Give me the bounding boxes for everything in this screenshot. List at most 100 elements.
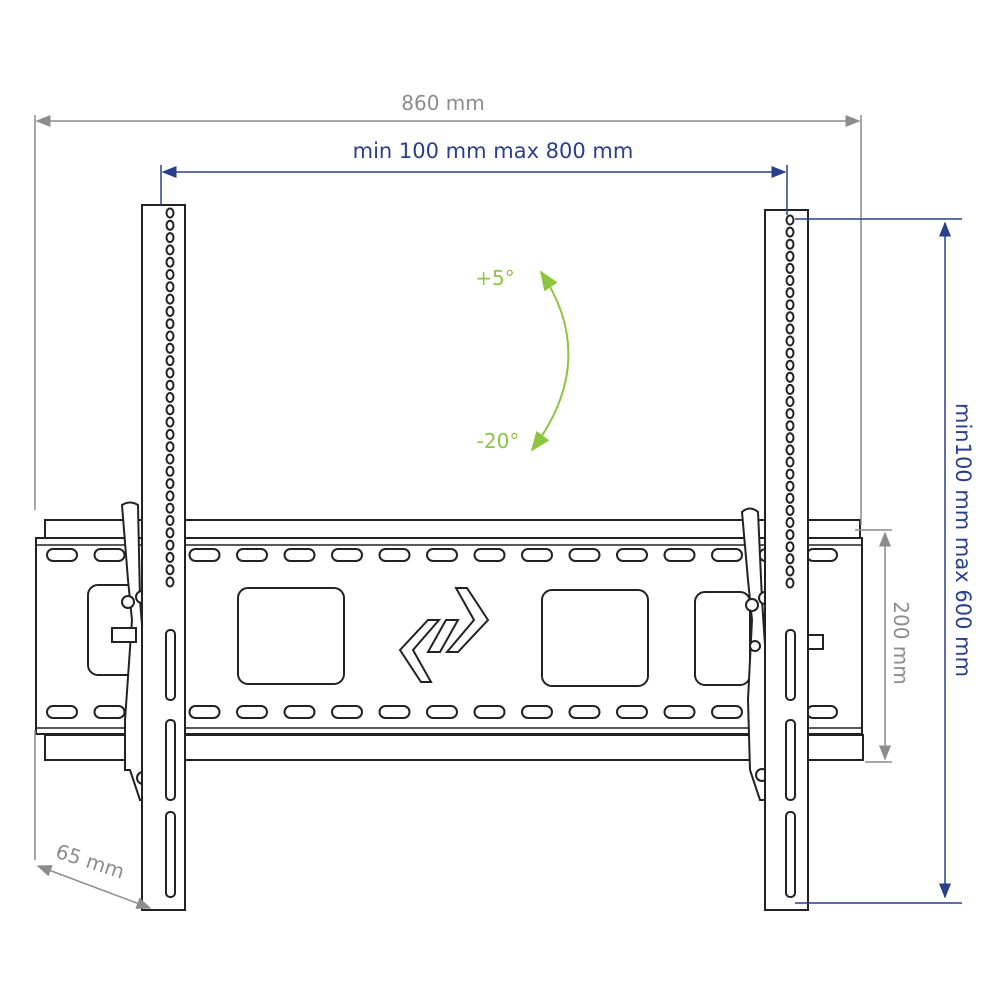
- tilt-up-label: +5°: [475, 266, 514, 290]
- direction-arrows-icon: [398, 587, 490, 683]
- mounting-hole: [165, 244, 175, 256]
- mounting-hole: [165, 207, 175, 219]
- mounting-hole: [785, 517, 795, 528]
- mounting-hole: [165, 453, 175, 465]
- plate-height-label: 200 mm: [889, 601, 913, 685]
- mounting-slot: [663, 705, 696, 719]
- mounting-slot: [806, 548, 838, 562]
- left-arm-bar: [141, 204, 186, 911]
- mounting-hole: [165, 416, 175, 428]
- mounting-hole: [785, 238, 795, 250]
- mounting-hole: [165, 219, 175, 231]
- cutout-left: [237, 587, 345, 685]
- mounting-hole: [165, 318, 175, 330]
- mounting-slot: [616, 705, 648, 719]
- mounting-hole: [165, 355, 175, 367]
- mounting-hole: [785, 577, 795, 589]
- mounting-hole: [785, 444, 795, 456]
- mounting-hole: [165, 441, 175, 453]
- mounting-hole: [165, 392, 175, 403]
- mounting-slot: [188, 548, 221, 562]
- mounting-hole: [785, 420, 795, 432]
- mounting-slot: [711, 705, 743, 719]
- cutout-right: [541, 589, 649, 687]
- right-vertical-arm: [740, 209, 824, 911]
- mounting-hole: [785, 529, 795, 541]
- mounting-hole: [165, 342, 175, 354]
- mounting-hole: [785, 347, 795, 359]
- mounting-slot: [473, 548, 506, 562]
- mounting-hole: [165, 269, 175, 280]
- mounting-hole: [785, 553, 795, 565]
- mounting-slot: [568, 705, 601, 719]
- vesa-vertical-label: min100 mm max 600 mm: [951, 403, 975, 677]
- mounting-hole: [785, 359, 795, 371]
- vesa-horizontal-label: min 100 mm max 800 mm: [353, 139, 634, 163]
- mounting-slot: [46, 705, 78, 719]
- mounting-slot: [663, 548, 696, 562]
- mounting-hole: [165, 379, 175, 391]
- mounting-slot: [378, 705, 411, 719]
- mounting-hole: [165, 515, 175, 526]
- mounting-hole: [785, 492, 795, 504]
- vesa-vertical-dimension: min100 mm max 600 mm: [795, 218, 975, 904]
- mounting-hole: [785, 408, 795, 420]
- overall-width-dimension: 860 mm: [34, 91, 862, 525]
- mounting-hole: [785, 468, 795, 480]
- mounting-slot: [473, 705, 506, 719]
- mounting-slot: [283, 705, 316, 719]
- mounting-hole: [165, 305, 175, 317]
- mounting-hole: [165, 256, 175, 268]
- mounting-slot: [283, 548, 316, 562]
- mounting-hole: [785, 456, 795, 468]
- mounting-hole: [165, 551, 175, 563]
- mounting-hole: [785, 432, 795, 444]
- depth-label: 65 mm: [53, 839, 128, 884]
- mounting-hole: [785, 504, 795, 516]
- mounting-slot: [236, 548, 268, 562]
- mounting-slot: [521, 705, 553, 719]
- mounting-hole: [785, 250, 795, 262]
- mounting-hole: [785, 565, 795, 577]
- mounting-hole: [785, 299, 795, 311]
- mounting-hole: [165, 502, 175, 514]
- mounting-hole: [165, 576, 175, 588]
- cutout-far-right: [694, 591, 751, 686]
- mounting-slot: [426, 548, 458, 562]
- mounting-hole: [165, 539, 175, 551]
- mounting-hole: [165, 478, 175, 490]
- mounting-slot: [711, 548, 743, 562]
- mounting-slot: [236, 705, 268, 719]
- overall-width-label: 860 mm: [401, 91, 485, 115]
- mounting-hole: [785, 287, 795, 299]
- mounting-hole: [785, 396, 795, 407]
- mounting-hole: [785, 311, 795, 323]
- mounting-hole: [165, 465, 175, 477]
- mounting-hole: [165, 564, 175, 576]
- mounting-hole: [165, 330, 175, 342]
- mounting-hole: [165, 490, 175, 502]
- mounting-hole: [785, 323, 795, 335]
- mounting-hole: [165, 527, 175, 539]
- mounting-hole: [785, 214, 795, 226]
- mounting-hole: [165, 232, 175, 244]
- tilt-down-label: -20°: [477, 429, 520, 453]
- mounting-slot: [93, 705, 126, 719]
- mounting-hole: [785, 226, 795, 238]
- mounting-hole: [785, 262, 795, 274]
- mounting-hole: [785, 480, 795, 492]
- tilt-indicator: +5° -20°: [475, 266, 570, 453]
- mounting-slot: [378, 548, 411, 562]
- mounting-hole: [785, 371, 795, 383]
- mounting-hole: [165, 404, 175, 416]
- mounting-slot: [616, 548, 648, 562]
- mounting-hole: [165, 367, 175, 379]
- mounting-slot: [426, 705, 458, 719]
- mounting-slot: [568, 548, 601, 562]
- mounting-slot: [188, 705, 221, 719]
- left-latch: [111, 627, 137, 643]
- mounting-slot: [521, 548, 553, 562]
- mounting-hole: [785, 541, 795, 553]
